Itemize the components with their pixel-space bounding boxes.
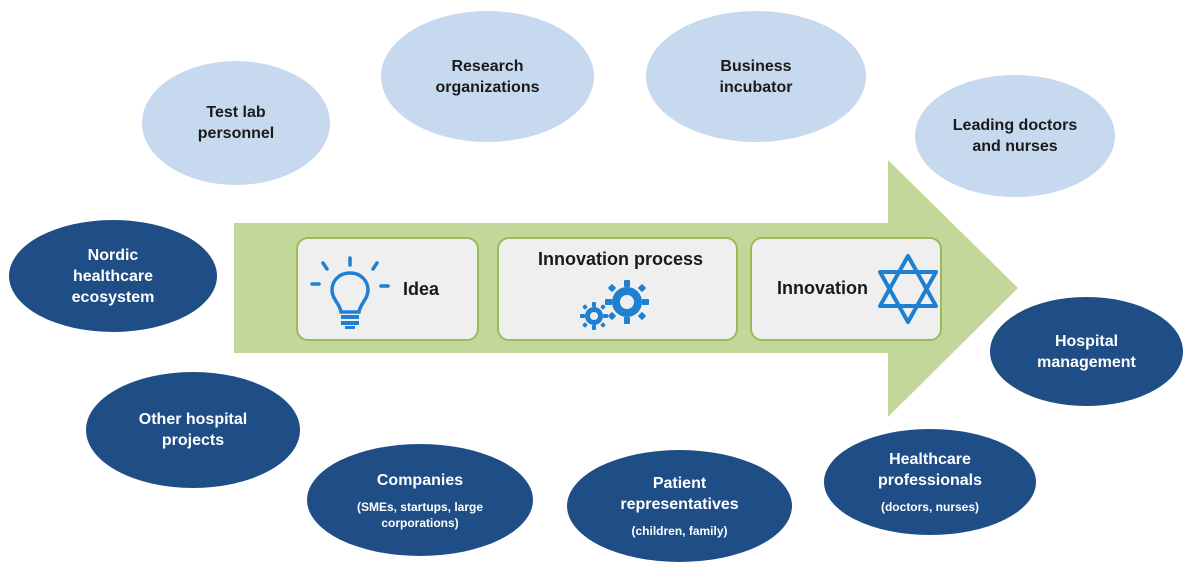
stakeholder-nordic-line-2: healthcare — [72, 267, 154, 285]
stakeholder-professionals-line-1: Healthcare — [889, 451, 971, 468]
stakeholder-patients-detail: (children, family) — [631, 524, 728, 538]
stakeholder-business-incubator: Business incubator — [646, 11, 866, 142]
step-innovation-label: Innovation — [777, 278, 868, 298]
stakeholder-professionals-detail: (doctors, nurses) — [880, 500, 979, 514]
stakeholder-test-lab: Test lab personnel — [142, 61, 330, 185]
step-innovation-process — [497, 237, 738, 341]
stakeholder-projects-line-2: projects — [161, 432, 225, 449]
lightbulb-icon — [310, 256, 390, 329]
stakeholder-management-line-1: Hospital — [1054, 332, 1119, 350]
stakeholder-hospital-management: Hospital management — [990, 297, 1183, 406]
stakeholder-professionals-line-2: professionals — [877, 472, 983, 489]
stakeholder-companies-line-1: Companies — [376, 471, 464, 489]
step-idea-label: Idea — [403, 279, 440, 299]
stakeholder-companies-detail-2: corporations) — [381, 515, 459, 530]
step-innovation-process-label: Innovation process — [538, 249, 704, 269]
star-icon — [878, 254, 938, 324]
stakeholder-doctors-line-2: and nurses — [972, 138, 1058, 155]
stakeholder-patients-line-2: representatives — [620, 496, 739, 513]
stakeholder-test-lab-line-1: Test lab — [206, 104, 266, 121]
stakeholder-test-lab-line-2: personnel — [197, 125, 275, 142]
step-innovation — [750, 237, 942, 341]
stakeholder-management-line-2: management — [1037, 353, 1136, 371]
gears-icon — [580, 280, 649, 330]
stakeholder-leading-doctors: Leading doctors and nurses — [915, 75, 1115, 197]
stakeholder-companies-detail-1: (SMEs, startups, large — [356, 499, 484, 514]
stakeholder-research-line-1: Research — [451, 57, 524, 75]
stakeholder-nordic-ecosystem: Nordic healthcare ecosystem — [9, 220, 217, 332]
stakeholder-companies: Companies (SMEs, startups, large corpora… — [307, 444, 533, 556]
stakeholder-other-projects: Other hospital projects — [86, 372, 300, 488]
stakeholder-companies-detail: (SMEs, startups, large corporations) — [357, 499, 483, 531]
stakeholder-nordic-line-1: Nordic — [87, 246, 139, 264]
stakeholder-patients-line-1: Patient — [652, 475, 707, 492]
stakeholder-patient-representatives: Patient representatives (children, famil… — [567, 450, 792, 562]
stakeholder-research-organizations: Research organizations — [381, 11, 594, 142]
stakeholder-incubator-line-1: Business — [720, 57, 792, 75]
step-idea — [296, 237, 479, 341]
stakeholder-doctors-line-1: Leading doctors — [952, 117, 1078, 134]
stakeholder-nordic-line-3: ecosystem — [71, 288, 155, 306]
stakeholder-projects-line-1: Other hospital — [138, 411, 248, 428]
stakeholder-research-line-2: organizations — [435, 78, 540, 96]
stakeholder-healthcare-professionals: Healthcare professionals (doctors, nurse… — [824, 429, 1036, 535]
stakeholder-incubator-line-2: incubator — [719, 78, 793, 96]
